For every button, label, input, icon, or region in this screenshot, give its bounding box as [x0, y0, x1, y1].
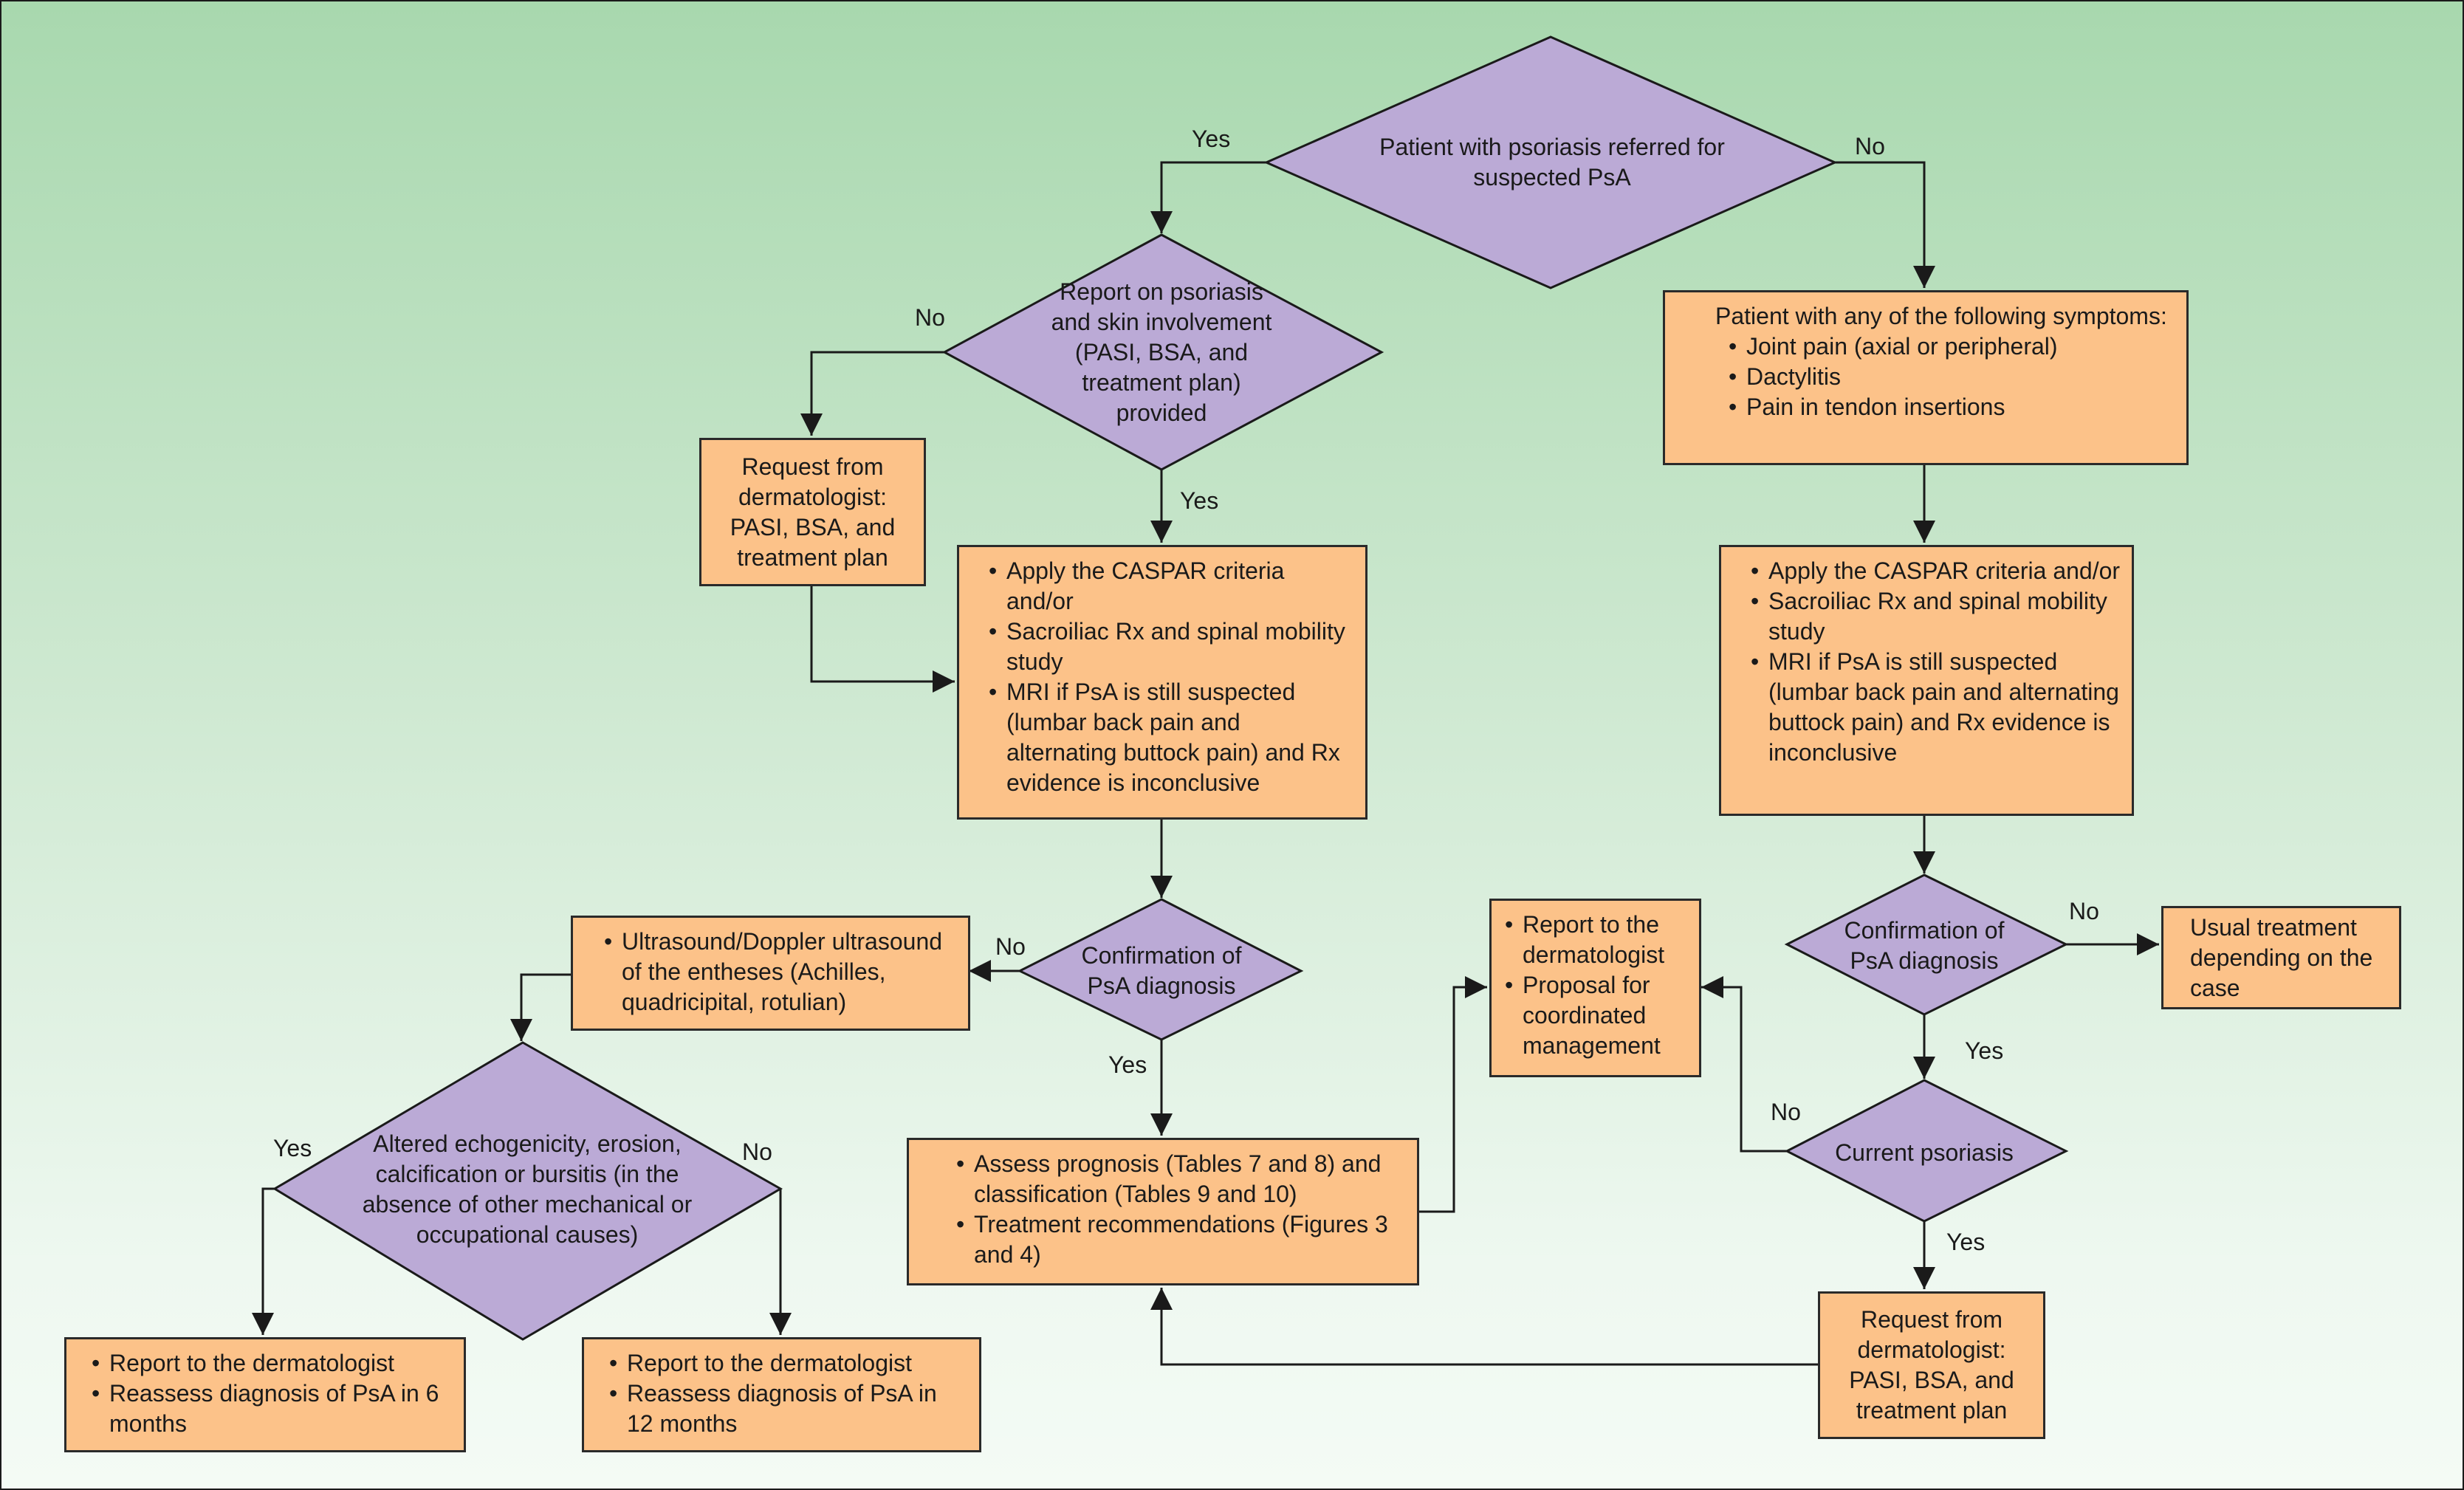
box-report-derm-list: Report to the dermatologist Proposal for…: [1502, 910, 1689, 1061]
box-report-12: Report to the dermatologist Reassess dia…: [582, 1337, 981, 1452]
box-symptoms-heading: Patient with any of the following sympto…: [1715, 303, 2167, 329]
box-symptoms: Patient with any of the following sympto…: [1663, 290, 2189, 465]
diamond-referred-label: Patient with psoriasis referred for susp…: [1379, 134, 1725, 190]
box-request-right-text: Request from dermatologist: PASI, BSA, a…: [1849, 1306, 2014, 1424]
connector-assess-to-report: [1419, 976, 1487, 1213]
list-item: Dactylitis: [1715, 362, 2176, 392]
diamond-referred: [1263, 35, 1838, 289]
box-report-12-list: Report to the dermatologist Reassess dia…: [606, 1348, 969, 1439]
label-yes-confirm-left: Yes: [1108, 1051, 1147, 1078]
box-request-right: Request from dermatologist: PASI, BSA, a…: [1818, 1291, 2045, 1439]
connector-request-to-assess: [1150, 1288, 1818, 1366]
list-item: Pain in tendon insertions: [1715, 392, 2176, 422]
box-report-6: Report to the dermatologist Reassess dia…: [64, 1337, 466, 1452]
diamond-confirm-right-label: Confirmation of PsA diagnosis: [1844, 917, 2005, 974]
list-item: Apply the CASPAR criteria and/or: [1748, 556, 2121, 586]
diamond-altered-label: Altered echogenicity, erosion, calcifica…: [362, 1130, 693, 1248]
list-item: Assess prognosis (Tables 7 and 8) and cl…: [953, 1149, 1407, 1209]
box-caspar-right: Apply the CASPAR criteria and/or Sacroil…: [1719, 545, 2134, 816]
list-item: Reassess diagnosis of PsA in 6 months: [89, 1379, 453, 1439]
label-no-current: No: [1771, 1099, 1801, 1125]
box-assess-list: Assess prognosis (Tables 7 and 8) and cl…: [953, 1149, 1407, 1270]
box-report-6-list: Report to the dermatologist Reassess dia…: [89, 1348, 453, 1439]
label-no-report: No: [915, 304, 945, 331]
box-caspar-left-list: Apply the CASPAR criteria and/or Sacroil…: [986, 556, 1355, 798]
label-yes-confirm-right: Yes: [1965, 1037, 2004, 1064]
diamond-confirm-left-label: Confirmation of PsA diagnosis: [1081, 942, 1242, 999]
box-ultrasound: Ultrasound/Doppler ultrasound of the ent…: [571, 916, 970, 1031]
connector-no-top: [1835, 161, 1935, 288]
list-item: MRI if PsA is still suspected (lumbar ba…: [986, 677, 1355, 798]
diamond-confirm-right-text: Confirmation of PsA diagnosis: [1824, 914, 2025, 978]
list-item: Sacroiliac Rx and spinal mobility study: [1748, 586, 2121, 647]
diamond-current-label: Current psoriasis: [1835, 1139, 2014, 1166]
box-caspar-left: Apply the CASPAR criteria and/or Sacroil…: [957, 545, 1367, 820]
list-item: Joint pain (axial or peripheral): [1715, 332, 2176, 362]
label-no-confirm-left: No: [995, 933, 1026, 960]
connector-no-current: [1701, 976, 1787, 1153]
list-item: Proposal for coordinated management: [1502, 970, 1689, 1061]
list-item: Apply the CASPAR criteria and/or: [986, 556, 1355, 617]
diamond-report-text: Report on psoriasis and skin involvement…: [1039, 278, 1284, 426]
diamond-referred-text: Patient with psoriasis referred for susp…: [1331, 126, 1774, 199]
list-item: Reassess diagnosis of PsA in 12 months: [606, 1379, 969, 1439]
connector-yes-top: [1150, 161, 1266, 233]
diamond-altered-text: Altered echogenicity, erosion, calcifica…: [350, 1127, 704, 1252]
list-item: Report to the dermatologist: [1502, 910, 1689, 970]
connector-request-to-caspar: [810, 586, 955, 693]
connector-no-report: [800, 351, 944, 436]
list-item: Report to the dermatologist: [89, 1348, 453, 1379]
list-item: Sacroiliac Rx and spinal mobility study: [986, 617, 1355, 677]
box-ultrasound-list: Ultrasound/Doppler ultrasound of the ent…: [601, 927, 958, 1017]
label-no-altered: No: [742, 1139, 772, 1165]
label-yes-altered: Yes: [273, 1135, 312, 1161]
label-no-top: No: [1855, 133, 1885, 159]
box-symptoms-list: Joint pain (axial or peripheral) Dactyli…: [1715, 332, 2176, 422]
label-no-confirm-right: No: [2069, 898, 2099, 924]
box-usual: Usual treatment depending on the case: [2161, 906, 2401, 1009]
diamond-report-label: Report on psoriasis and skin involvement…: [1051, 278, 1272, 426]
list-item: MRI if PsA is still suspected (lumbar ba…: [1748, 647, 2121, 768]
diamond-confirm-left-text: Confirmation of PsA diagnosis: [1058, 938, 1265, 1004]
list-item: Ultrasound/Doppler ultrasound of the ent…: [601, 927, 958, 1017]
list-item: Treatment recommendations (Figures 3 and…: [953, 1209, 1407, 1270]
connector-yes-altered: [252, 1187, 275, 1335]
label-yes-top: Yes: [1192, 126, 1231, 152]
box-usual-text: Usual treatment depending on the case: [2190, 913, 2373, 1001]
box-request-left-text: Request from dermatologist: PASI, BSA, a…: [730, 453, 896, 571]
label-yes-current: Yes: [1946, 1229, 1986, 1255]
box-request-left: Request from dermatologist: PASI, BSA, a…: [699, 438, 926, 586]
box-assess: Assess prognosis (Tables 7 and 8) and cl…: [907, 1138, 1419, 1285]
diamond-altered: [272, 1041, 783, 1341]
diamond-current-text: Current psoriasis: [1824, 1121, 2025, 1184]
connector-ultrasound-to-altered: [510, 973, 571, 1041]
box-report-derm: Report to the dermatologist Proposal for…: [1489, 899, 1701, 1077]
label-yes-report: Yes: [1180, 487, 1219, 514]
list-item: Report to the dermatologist: [606, 1348, 969, 1379]
box-caspar-right-list: Apply the CASPAR criteria and/or Sacroil…: [1748, 556, 2121, 768]
